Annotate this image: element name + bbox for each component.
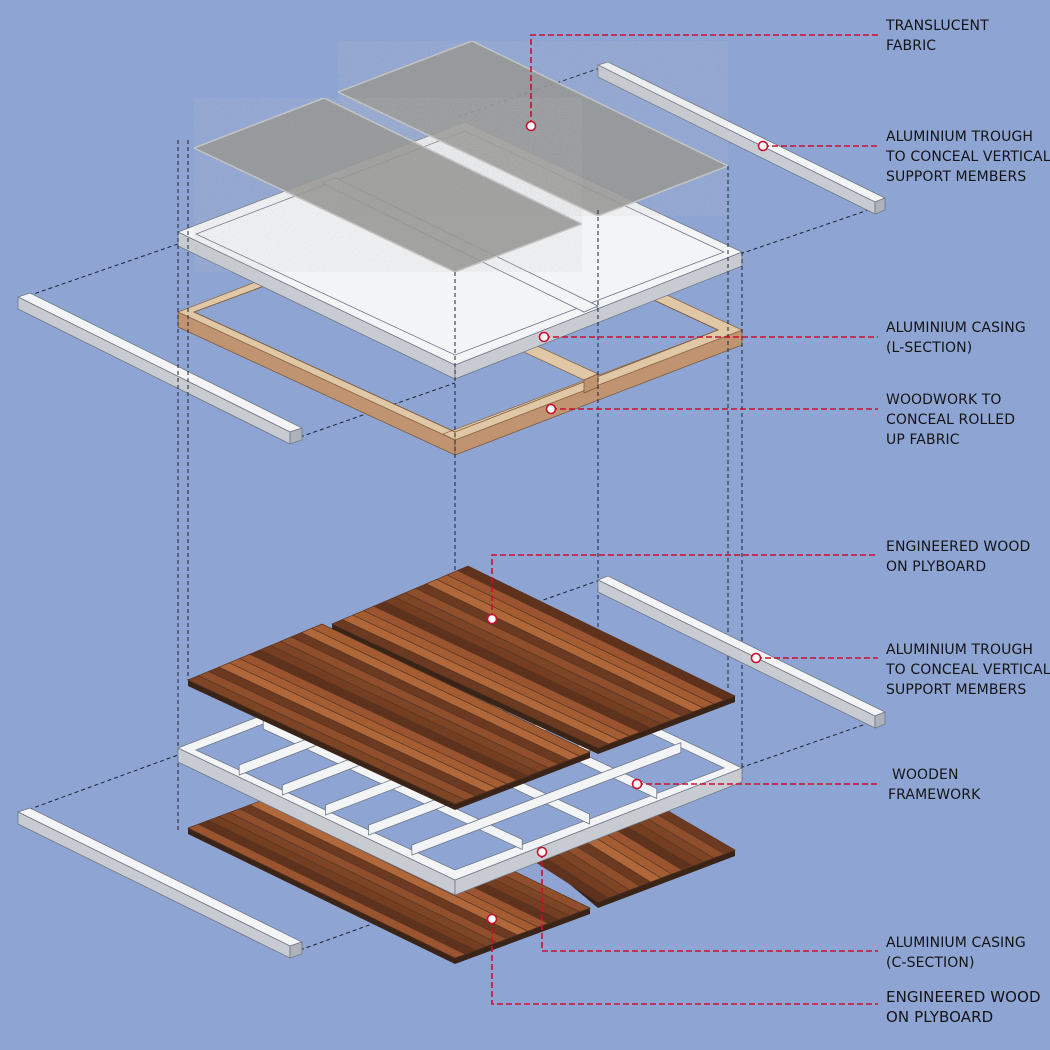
wood-plank [456, 565, 736, 701]
wood-plank [310, 623, 591, 757]
leader-lines [486, 34, 878, 1005]
lower-assembly [16, 565, 886, 964]
aluminium-trough-upper [596, 61, 886, 215]
label-woodwork: WOODWORK TO CONCEAL ROLLED UP FABRIC [886, 392, 1016, 448]
board-lines-top [187, 565, 736, 805]
label-engineered-wood-upper: ENGINEERED WOOD ON PLYBOARD [886, 539, 1031, 575]
label-aluminium-casing-l-section: ALUMINIUM CASING (L-SECTION) [886, 320, 1026, 356]
label-aluminium-casing-c-section: ALUMINIUM CASING (C-SECTION) [886, 935, 1026, 971]
projection-lines-upper [21, 67, 884, 438]
label-translucent-fabric: TRANSLUCENT FABRIC [886, 18, 989, 54]
aluminium-trough-upper-left [16, 292, 304, 445]
label-aluminium-trough-upper: ALUMINIUM TROUGH TO CONCEAL VERTICAL SUP… [886, 129, 1050, 185]
label-aluminium-trough-lower: ALUMINIUM TROUGH TO CONCEAL VERTICAL SUP… [886, 642, 1050, 698]
framework-member [411, 742, 682, 856]
label-wooden-framework: WOODEN FRAMEWORK [888, 767, 981, 803]
projection-lines-lower [21, 579, 884, 951]
aluminium-trough-lower-left [16, 807, 304, 959]
aluminium-trough-lower [597, 575, 886, 729]
label-engineered-wood-lower: ENGINEERED WOOD ON PLYBOARD [886, 988, 1041, 1026]
upper-assembly [16, 40, 886, 456]
engineered-wood-top [187, 565, 736, 810]
